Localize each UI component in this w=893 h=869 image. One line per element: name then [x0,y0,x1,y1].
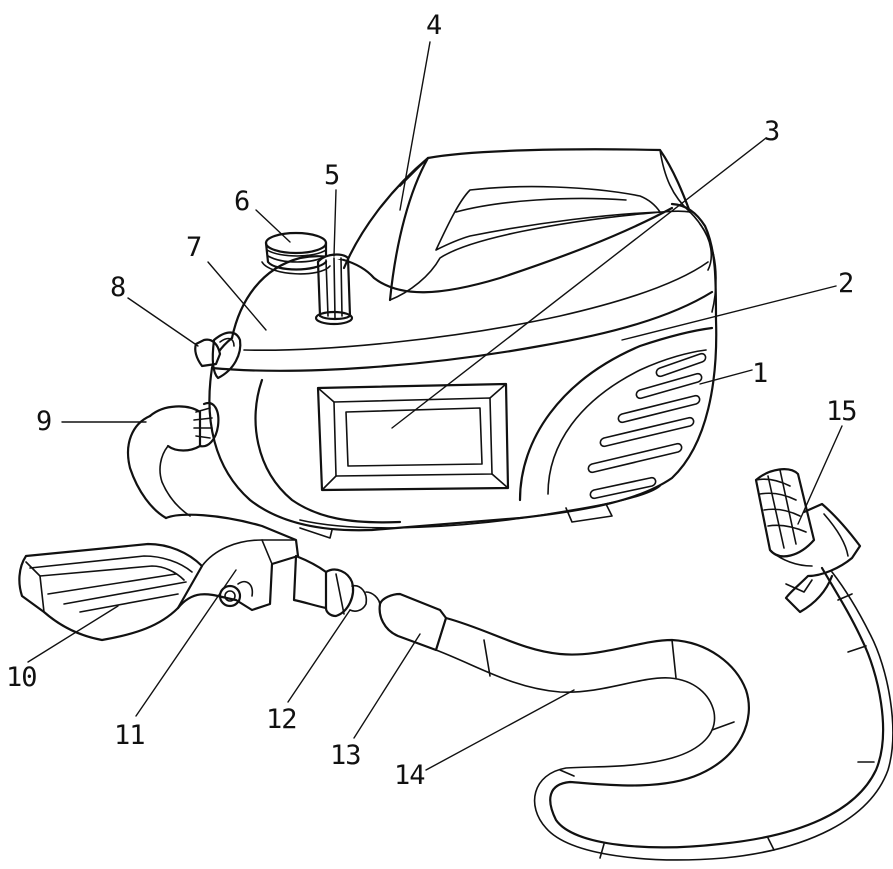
leader-4 [399,41,431,211]
callout-14: 14 [394,760,426,791]
handle [342,148,692,302]
leader-13 [353,633,421,739]
leader-lines [27,41,843,771]
callout-8: 8 [110,272,126,303]
leader-12 [287,609,351,703]
leader-14 [425,689,575,771]
callout-1: 1 [752,358,768,389]
leader-6 [255,209,291,243]
callout-15: 15 [826,396,858,427]
leader-5 [333,189,337,257]
hose-sleeve [378,592,448,652]
callout-13: 13 [330,740,362,771]
callout-2: 2 [838,268,854,299]
leader-3 [391,137,767,429]
callout-5: 5 [324,160,340,191]
vent-grille [518,326,714,502]
leader-2 [621,285,837,341]
callout-12: 12 [266,704,298,735]
leader-1 [699,369,753,385]
callout-6: 6 [234,186,250,217]
selector-knob [314,253,354,326]
leader-8 [127,297,199,347]
leader-10 [27,605,119,663]
leader-7 [207,261,267,331]
display-panel [316,382,510,492]
spray-gun [18,513,300,642]
steam-valve [194,331,242,380]
hose-coupling [292,554,381,618]
callout-7: 7 [186,232,202,263]
outlet-connector [126,402,220,520]
leader-15 [797,425,843,525]
leader-11 [135,569,237,717]
callout-10: 10 [6,662,38,693]
callout-9: 9 [36,406,52,437]
callout-4: 4 [426,10,442,41]
nozzle-attachment [754,468,862,614]
callout-3: 3 [764,116,780,147]
steam-hose [435,566,893,861]
callout-11: 11 [114,720,146,751]
pressure-cap [261,231,331,275]
